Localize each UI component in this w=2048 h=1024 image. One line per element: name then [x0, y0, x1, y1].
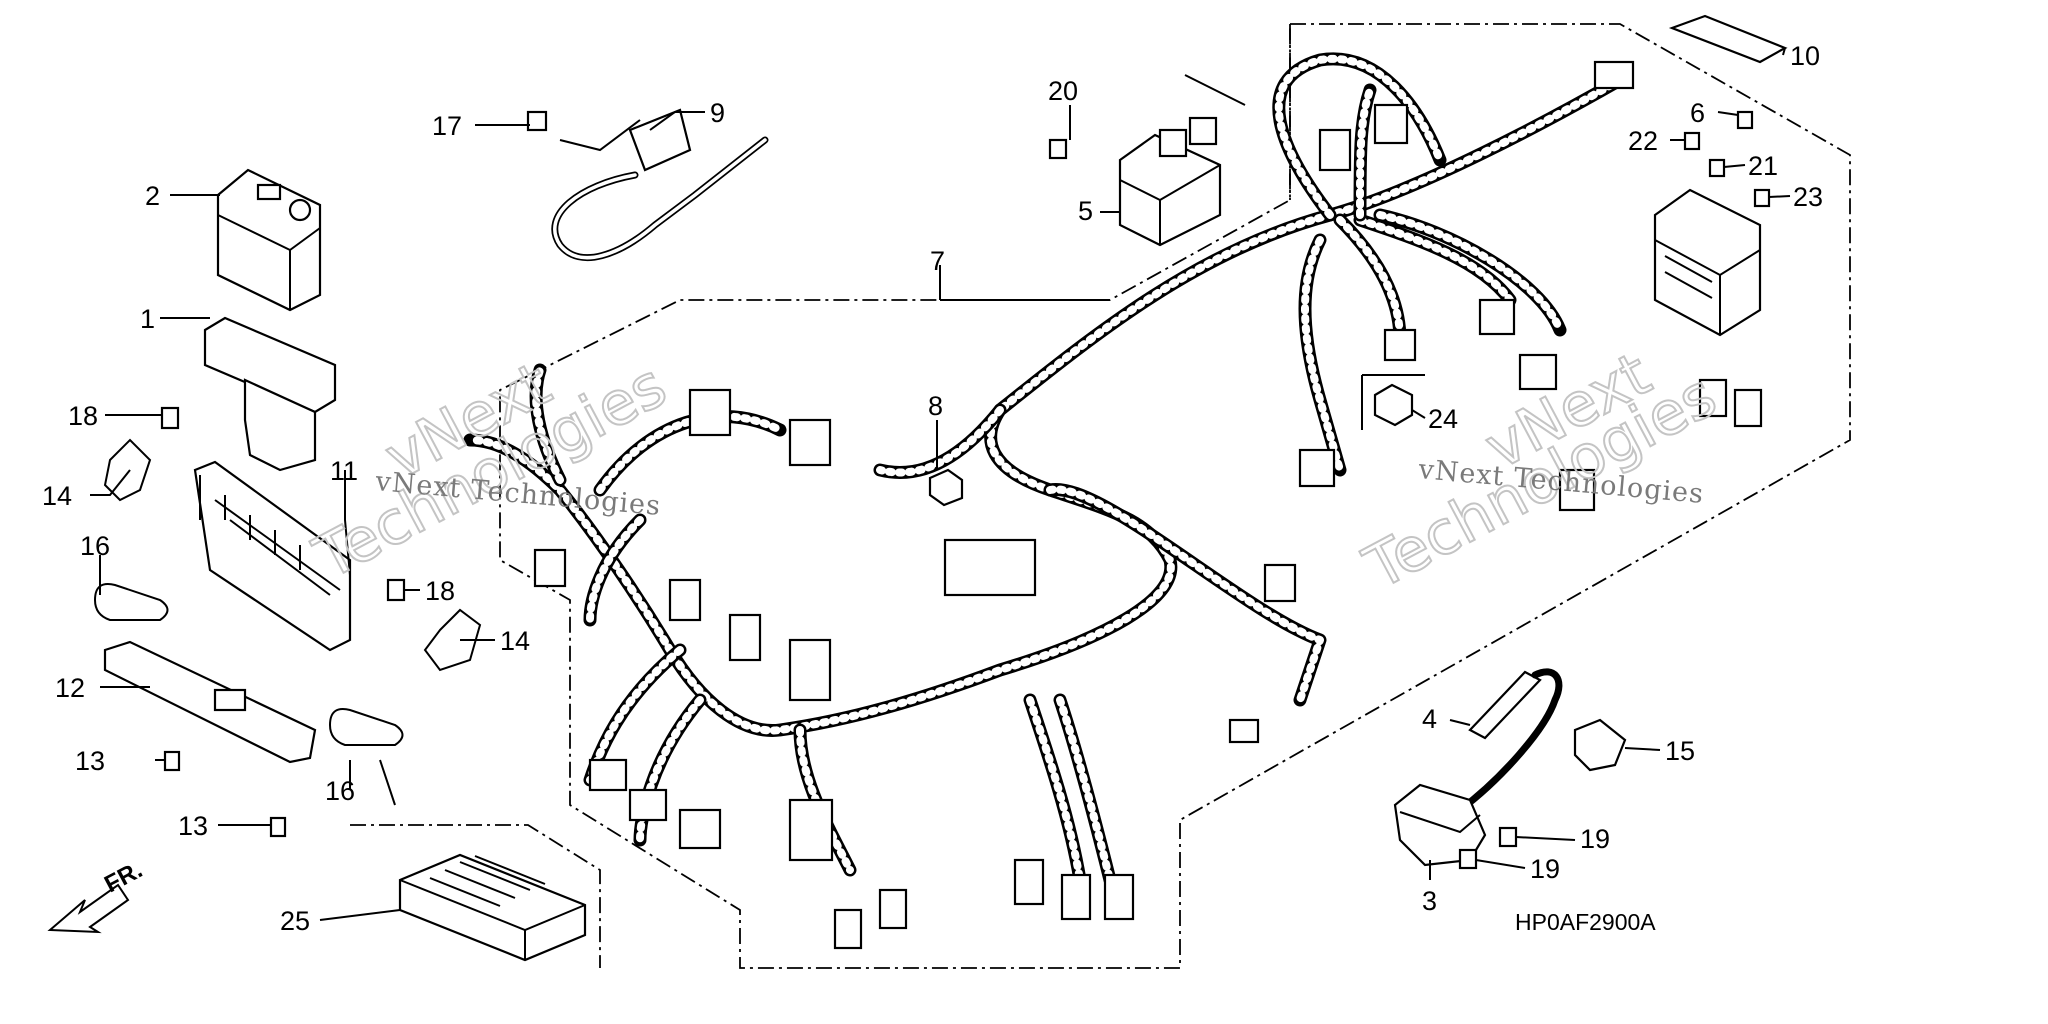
callout-13b: 13	[178, 811, 208, 841]
part-14-clip-left[interactable]	[103, 438, 152, 502]
part-22-fuse[interactable]	[1683, 131, 1701, 151]
part-14-clip-right[interactable]	[423, 608, 482, 672]
callout-16a: 16	[80, 531, 110, 561]
callout-14a: 14	[42, 481, 72, 511]
callout-5: 5	[1078, 196, 1093, 226]
callout-3: 3	[1422, 886, 1437, 916]
callout-1: 1	[140, 304, 155, 334]
callout-18a: 18	[68, 401, 98, 431]
figure-code: HP0AF2900A	[1515, 909, 1656, 935]
part-23-fuse[interactable]	[1753, 188, 1771, 208]
callout-10: 10	[1790, 41, 1820, 71]
part-20-bolt[interactable]	[1048, 138, 1068, 160]
part-24-connector[interactable]	[1361, 374, 1425, 430]
callout-16b: 16	[325, 776, 355, 806]
part-19-bolt-b[interactable]	[1458, 848, 1478, 870]
part-25-module-cover[interactable]	[398, 853, 587, 962]
callout-8: 8	[928, 391, 943, 421]
part-10-label-sheet[interactable]	[1668, 14, 1788, 64]
part-18-bolt-a[interactable]	[160, 406, 180, 430]
fuse-box[interactable]	[1653, 188, 1762, 337]
callout-9: 9	[710, 98, 725, 128]
part-6-fuse[interactable]	[1736, 110, 1754, 130]
callout-13a: 13	[75, 746, 105, 776]
part-19-bolt-a[interactable]	[1498, 826, 1518, 848]
part-1-cover[interactable]	[203, 316, 337, 472]
callout-4: 4	[1422, 704, 1437, 734]
callout-21: 21	[1748, 151, 1778, 181]
part-13-screw-a[interactable]	[163, 750, 181, 772]
callout-2: 2	[145, 181, 160, 211]
part-8-relay[interactable]	[928, 468, 964, 507]
part-11-bracket[interactable]	[193, 460, 352, 652]
part-16-clamp-left[interactable]	[93, 583, 169, 621]
part-15-clip[interactable]	[1573, 718, 1627, 772]
part-4-cap[interactable]	[1456, 668, 1563, 814]
callout-12: 12	[55, 673, 85, 703]
part-7-wire-harness[interactable]	[463, 52, 1627, 887]
callout-20: 20	[1048, 76, 1078, 106]
part-16-clamp-right[interactable]	[328, 708, 404, 746]
part-13-screw-b[interactable]	[269, 816, 287, 838]
callout-18b: 18	[425, 576, 455, 606]
callout-23: 23	[1793, 182, 1823, 212]
leader-lines	[90, 47, 1791, 921]
part-18-bolt-b[interactable]	[386, 578, 406, 602]
part-5-module[interactable]	[1118, 116, 1222, 247]
callout-25: 25	[280, 906, 310, 936]
group-outline-harness	[350, 23, 1851, 969]
callouts: 1 2 3 4 5 6 7 8 9 10 11 12 13 13 14 14 1…	[42, 41, 1823, 936]
part-9-sensor[interactable]	[551, 108, 769, 262]
callout-19b: 19	[1530, 854, 1560, 884]
front-direction-arrow-icon: FR.	[47, 856, 147, 934]
callout-19a: 19	[1580, 824, 1610, 854]
callout-6: 6	[1690, 98, 1705, 128]
part-17-bolt[interactable]	[526, 110, 548, 132]
callout-14b: 14	[500, 626, 530, 656]
callout-11: 11	[330, 456, 358, 486]
part-2-control-unit[interactable]	[216, 168, 322, 312]
callout-24: 24	[1428, 404, 1458, 434]
callout-17: 17	[432, 111, 462, 141]
harness-connectors	[533, 60, 1763, 950]
callout-22: 22	[1628, 126, 1658, 156]
part-12-plate[interactable]	[103, 640, 317, 764]
callout-7: 7	[930, 246, 945, 276]
callout-15: 15	[1665, 736, 1695, 766]
part-21-fuse[interactable]	[1708, 158, 1726, 178]
part-3-starter-relay[interactable]	[1393, 783, 1487, 867]
